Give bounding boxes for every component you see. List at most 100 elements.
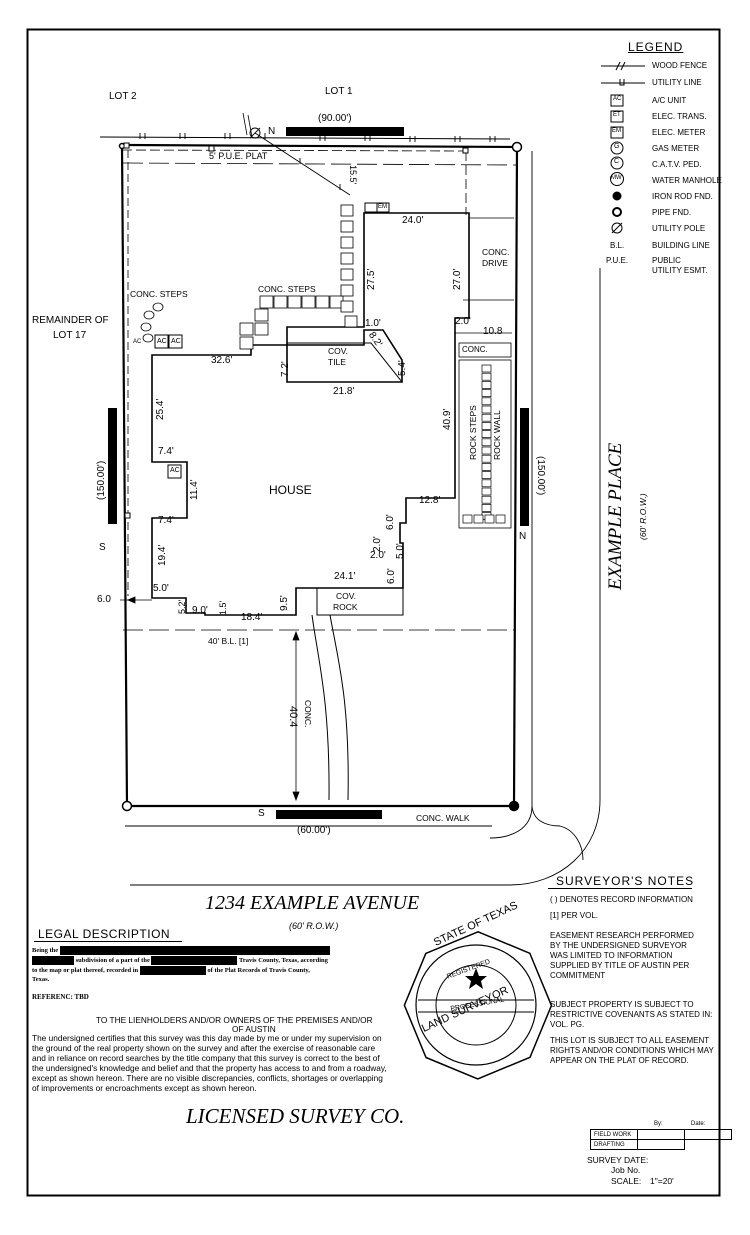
- dim-label: 7.4': [158, 446, 174, 457]
- legend-item: WOOD FENCE: [652, 61, 708, 70]
- ac-unit-label: AC: [170, 467, 180, 474]
- redaction-bar: [32, 956, 74, 965]
- legend-item: BUILDING LINE: [652, 241, 710, 250]
- address-row: (60' R.O.W.): [289, 921, 339, 931]
- dim-label: 5.0': [153, 583, 169, 594]
- legend-symbol-bl: B.L.: [610, 241, 625, 250]
- west-dimension: (150.00'): [96, 460, 107, 500]
- note-1: ( ) DENOTES RECORD INFORMATION: [550, 895, 693, 904]
- legal-of-austin: OF AUSTIN: [232, 1024, 276, 1034]
- pue-plat-label: 5' P.U.E. PLAT: [209, 151, 268, 161]
- street-east-name: EXAMPLE PLACE: [605, 442, 626, 590]
- dim-label: 6.0: [97, 594, 111, 605]
- rock-step: [481, 438, 492, 447]
- conc-steps-north-label: CONC. STEPS: [258, 284, 316, 294]
- remainder-label: LOT 17: [53, 330, 87, 341]
- legal-to-line: TO THE LIENHOLDERS AND/OR OWNERS OF THE …: [96, 1015, 373, 1025]
- monuments: [118, 141, 523, 812]
- lot-1-label: LOT 1: [325, 86, 353, 97]
- rock-step: [481, 405, 492, 414]
- dim-label: 5.2': [177, 599, 187, 614]
- legal-title-underline: LEGAL DESCRIPTION: [34, 927, 182, 942]
- legal-being: Being the: [32, 946, 59, 954]
- ac-unit-label: AC: [171, 338, 181, 345]
- legend-item: WATER MANHOLE: [652, 176, 722, 185]
- legend-item: UTILITY POLE: [652, 224, 706, 233]
- dim-label: 7.2': [280, 361, 291, 377]
- rock-step: [481, 463, 492, 471]
- rock-step: [481, 364, 492, 373]
- notes-title-underline: SURVEYOR'S NOTES: [548, 874, 693, 889]
- street-edges: [125, 151, 601, 886]
- legend-item: GAS METER: [652, 144, 700, 153]
- dim-label: 7.4': [158, 515, 174, 526]
- legal-title: LEGAL DESCRIPTION: [38, 927, 171, 941]
- conc-steps-west-label: CONC. STEPS: [130, 289, 188, 299]
- rock-step: [481, 389, 492, 397]
- legend-symbols: [601, 61, 645, 234]
- legend-symbol-mw: MW: [611, 175, 622, 181]
- scale-value: 1"=20': [650, 1176, 674, 1186]
- conc-walk-label: CONC. WALK: [416, 813, 470, 823]
- field-work-by: [637, 1129, 685, 1140]
- rock-step: [473, 514, 484, 524]
- note-5: THIS LOT IS SUBJECT TO ALL EASEMENT RIGH…: [550, 1036, 714, 1065]
- ac-unit-label: AC: [133, 339, 142, 345]
- dim-label: 24.1': [334, 571, 356, 582]
- field-work-label: FIELD WORK: [590, 1129, 638, 1140]
- house-outline: [151, 212, 470, 616]
- rock-steps: [458, 342, 512, 529]
- rock-step: [481, 430, 492, 438]
- rock-step: [481, 397, 492, 406]
- rock-step: [481, 454, 492, 463]
- legal-line-1: Being the: [32, 946, 330, 955]
- signature-table: FIELD WORK DRAFTING: [590, 1129, 732, 1150]
- survey-date-label: SURVEY DATE:: [587, 1155, 649, 1165]
- redaction-bar: [151, 956, 238, 965]
- legend-symbol-ac: AC: [613, 96, 622, 102]
- legal-recorded: to the map or plat thereof, recorded in: [32, 966, 139, 974]
- rock-step: [481, 372, 492, 381]
- dim-label: 24.0': [402, 215, 424, 226]
- legend-item: ELEC. METER: [652, 128, 706, 137]
- conc-drive-label: CONC.: [482, 247, 510, 257]
- rock-step: [481, 471, 492, 479]
- dim-label: 15.5': [348, 165, 358, 185]
- east-dimension: (150.00'): [535, 456, 546, 496]
- dim-label: 40.9': [442, 408, 453, 430]
- redaction-bar: [59, 946, 330, 955]
- rock-step: [481, 381, 492, 389]
- legend-symbol-em: EM: [612, 128, 621, 134]
- legal-texas: Texas.: [32, 976, 50, 983]
- dim-label: 25.4': [155, 398, 166, 420]
- note-4: SUBJECT PROPERTY IS SUBJECT TO RESTRICTI…: [550, 1000, 713, 1029]
- dim-label: 19.4': [157, 544, 168, 566]
- dim-label: 9.0': [192, 605, 208, 616]
- east-arrow-n: N: [519, 531, 527, 542]
- rock-step: [481, 413, 492, 422]
- dim-label: 32.6': [211, 355, 233, 366]
- dim-label: 10.8: [483, 326, 503, 337]
- dim-label: 1.0': [365, 318, 381, 329]
- dim-label: 2.0': [455, 316, 471, 327]
- rock-steps-label: ROCK STEPS: [468, 405, 478, 460]
- legend-item: A/C UNIT: [652, 96, 687, 105]
- south-dimension: (60.00'): [297, 825, 331, 836]
- rock-step: [481, 422, 492, 430]
- legend-item: IRON ROD FND.: [652, 192, 713, 201]
- legend-symbol-g: G: [614, 143, 620, 150]
- sheet-border: [26, 28, 721, 1197]
- drafting-by: [637, 1139, 685, 1150]
- legal-certification: The undersigned certifies that this surv…: [32, 1033, 387, 1093]
- utility-line: [99, 112, 511, 196]
- cov-rock-label: COV.: [336, 591, 357, 601]
- dim-label: 12.8': [419, 495, 441, 506]
- dim-label: 5.4': [397, 360, 408, 376]
- house-label: HOUSE: [269, 483, 312, 497]
- job-no-label: Job No.: [611, 1165, 641, 1175]
- rock-wall-label: ROCK WALL: [492, 410, 502, 460]
- dim-label: 6.0': [385, 514, 396, 530]
- drafting-label: DRAFTING: [590, 1139, 638, 1150]
- dimension-40-4: [292, 630, 300, 802]
- rock-step: [481, 446, 492, 455]
